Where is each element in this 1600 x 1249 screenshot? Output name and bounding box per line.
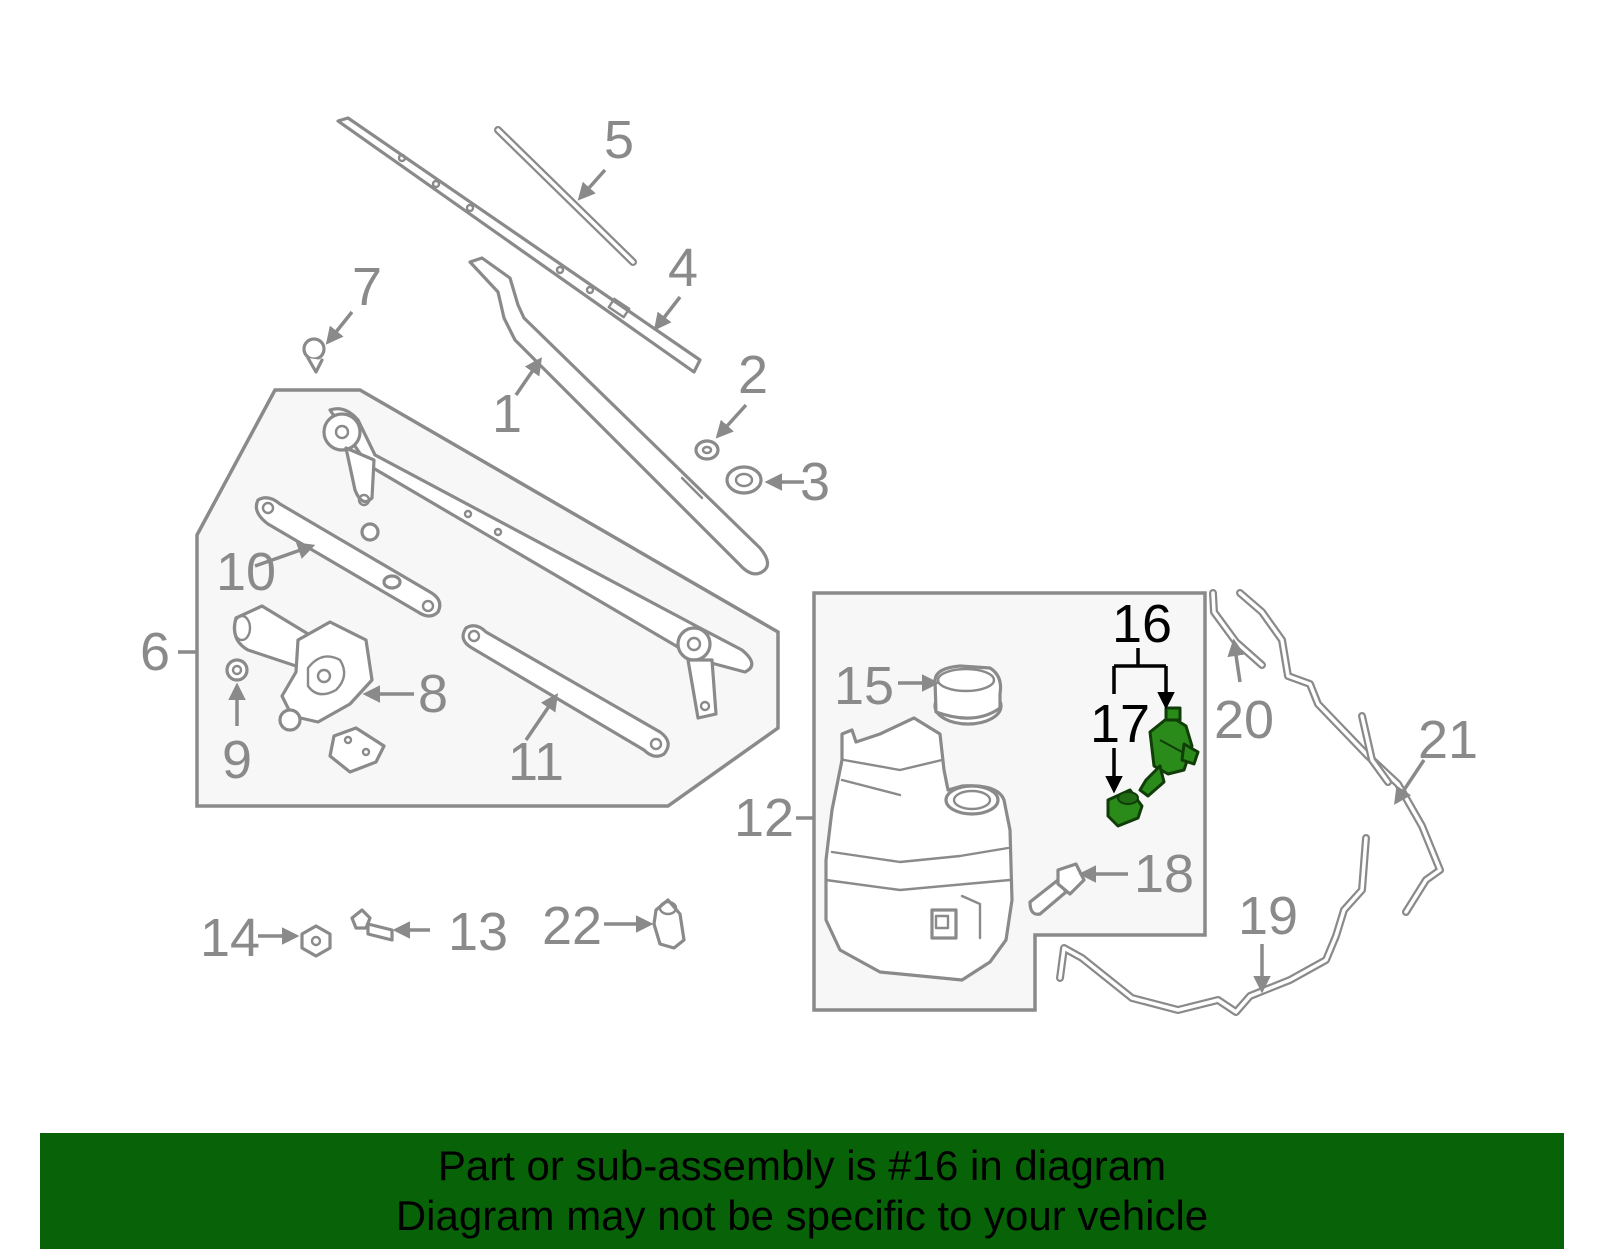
washer-reservoir-part[interactable] bbox=[824, 716, 1014, 982]
leader-lines bbox=[178, 168, 1426, 994]
nut-part-14[interactable] bbox=[300, 924, 332, 958]
reservoir-cap-part[interactable] bbox=[933, 664, 1003, 726]
callout-1: 1 bbox=[492, 384, 522, 444]
plug-part[interactable] bbox=[652, 898, 686, 950]
nut-part-2[interactable] bbox=[694, 439, 720, 461]
link-rod-part-10[interactable] bbox=[254, 496, 442, 618]
clip-part[interactable] bbox=[302, 337, 326, 374]
callout-6: 6 bbox=[140, 622, 170, 682]
callout-17: 17 bbox=[1090, 694, 1150, 754]
callout-4: 4 bbox=[668, 238, 698, 298]
callout-21: 21 bbox=[1418, 710, 1478, 770]
callout-8: 8 bbox=[418, 664, 448, 724]
hose-part-19[interactable] bbox=[1056, 834, 1370, 1016]
callout-5: 5 bbox=[604, 110, 634, 170]
washer-part[interactable] bbox=[725, 465, 763, 495]
banner-line-disclaimer: Diagram may not be specific to your vehi… bbox=[395, 1192, 1209, 1239]
linkage-main-bar[interactable] bbox=[322, 407, 754, 720]
hose-part-20[interactable] bbox=[1209, 589, 1266, 669]
banner-line-part-number: Part or sub-assembly is #16 in diagram bbox=[437, 1142, 1167, 1189]
callout-12: 12 bbox=[734, 788, 794, 848]
callout-9: 9 bbox=[222, 730, 252, 790]
bushing-part[interactable] bbox=[225, 658, 249, 682]
wiper-motor-part[interactable] bbox=[232, 604, 386, 774]
callout-14: 14 bbox=[200, 908, 260, 968]
link-rod-part-11[interactable] bbox=[461, 624, 670, 758]
callout-2: 2 bbox=[738, 345, 768, 405]
callout-16: 16 bbox=[1112, 594, 1172, 654]
callout-22: 22 bbox=[542, 896, 602, 956]
callout-20: 20 bbox=[1214, 690, 1274, 750]
grommet-part-18[interactable] bbox=[1028, 862, 1086, 916]
callout-7: 7 bbox=[352, 257, 382, 317]
wiper-blade-part[interactable] bbox=[494, 126, 637, 266]
callout-18: 18 bbox=[1134, 844, 1194, 904]
info-banner: Part or sub-assembly is #16 in diagram D… bbox=[40, 1133, 1564, 1249]
pump-grommet-part-17[interactable] bbox=[1106, 788, 1144, 828]
callout-11: 11 bbox=[508, 732, 564, 792]
callout-3: 3 bbox=[800, 452, 830, 512]
callout-15: 15 bbox=[834, 656, 894, 716]
bolt-part[interactable] bbox=[350, 908, 394, 942]
hose-part-21[interactable] bbox=[1236, 589, 1444, 916]
parts-diagram: 1 2 3 4 5 6 7 8 9 10 11 12 13 14 15 16 1… bbox=[140, 110, 1478, 1016]
wiper-blade-arm-part[interactable] bbox=[336, 116, 702, 374]
callout-10: 10 bbox=[216, 542, 276, 602]
callout-19: 19 bbox=[1238, 886, 1298, 946]
wiper-arm-part[interactable] bbox=[468, 256, 770, 576]
linkage-assembly-box bbox=[195, 388, 780, 808]
callout-13: 13 bbox=[448, 902, 508, 962]
